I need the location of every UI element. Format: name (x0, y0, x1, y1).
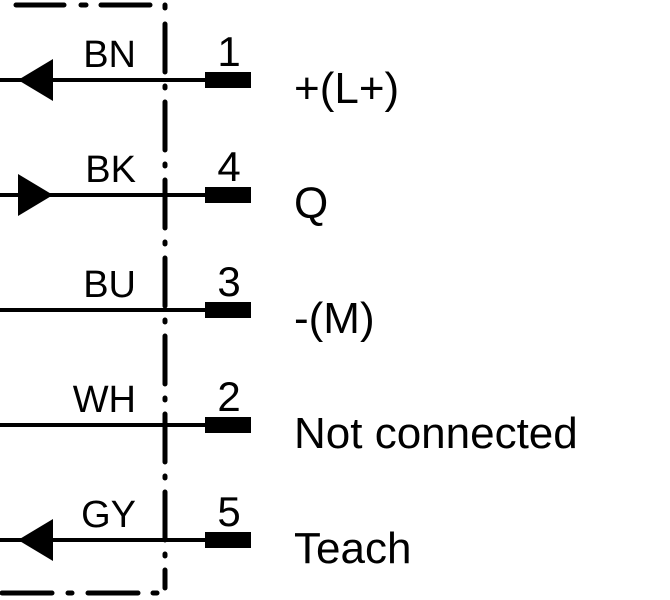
pin-terminal (205, 302, 251, 318)
pin-terminal (205, 72, 251, 88)
pin-number: 4 (217, 143, 240, 190)
pin-terminal (205, 532, 251, 548)
pin-number: 2 (217, 373, 240, 420)
pin-number: 3 (217, 258, 240, 305)
arrow-left-icon (18, 59, 53, 101)
arrow-right-icon (18, 174, 53, 216)
wire-color-label: BN (83, 34, 136, 76)
housing-boundary (0, 2, 168, 596)
wire-color-label: WH (73, 379, 136, 421)
pin-row: BU 3 -(M) (0, 258, 375, 343)
pin-terminal (205, 187, 251, 203)
signal-label: Q (294, 179, 328, 228)
wire-color-label: BK (85, 149, 136, 191)
pin-terminal (205, 417, 251, 433)
pin-number: 1 (217, 28, 240, 75)
signal-label: Teach (294, 524, 411, 573)
arrow-left-icon (18, 519, 53, 561)
signal-label: Not connected (294, 409, 578, 458)
signal-label: -(M) (294, 294, 375, 343)
signal-label: +(L+) (294, 64, 399, 113)
pin-row: BK 4Q (0, 143, 328, 228)
wire-color-label: GY (81, 494, 136, 536)
wire-color-label: BU (83, 264, 136, 306)
pin-row: BN 1 +(L+) (0, 28, 399, 113)
pin-number: 5 (217, 488, 240, 535)
